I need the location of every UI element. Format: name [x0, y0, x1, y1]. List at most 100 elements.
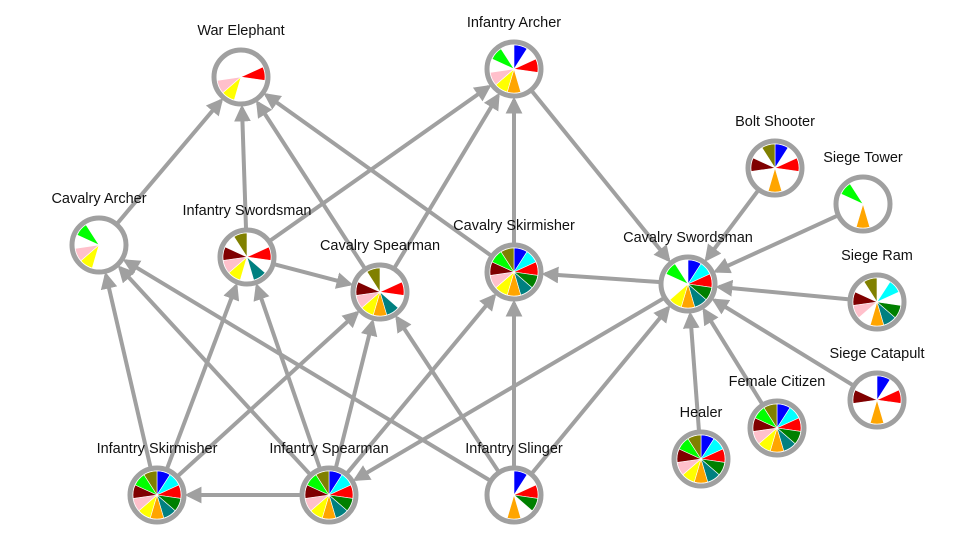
node-ring [484, 39, 544, 99]
node-cavalry-archer[interactable]: Cavalry Archer [51, 191, 147, 275]
node-healer[interactable]: Healer [671, 405, 731, 489]
pie-slice [239, 66, 266, 81]
node-pie [752, 403, 802, 453]
node-ring [217, 227, 277, 287]
node-label: Infantry Archer [467, 15, 561, 31]
node-siege-tower[interactable]: Siege Tower [823, 150, 903, 234]
node-infantry-spearman[interactable]: Infantry Spearman [269, 441, 389, 525]
pie-slice [315, 470, 330, 497]
pie-slice [74, 244, 100, 262]
edge-healer-to-cavalry-swordsman [682, 311, 701, 431]
node-ring [747, 398, 807, 458]
pie-slice [246, 256, 266, 281]
node-ring [350, 262, 410, 322]
edge-infantry-slinger-to-cavalry-spearman [395, 315, 500, 472]
node-siege-ram[interactable]: Siege Ram [841, 248, 913, 332]
pie-slice [512, 58, 539, 73]
pie-slice [500, 247, 515, 274]
node-infantry-swordsman[interactable]: Infantry Swordsman [183, 203, 312, 287]
edge-infantry-slinger-to-cavalry-archer [122, 259, 491, 482]
pie-slice [355, 281, 382, 296]
node-pie [222, 232, 272, 281]
node-pie [676, 434, 726, 484]
node-infantry-slinger[interactable]: Infantry Slinger [465, 441, 563, 525]
pie-slice [761, 143, 776, 170]
node-label: Infantry Slinger [465, 441, 563, 457]
pie-slice [245, 246, 272, 261]
node-siege-catapult[interactable]: Siege Catapult [829, 346, 925, 430]
pie-slice [773, 157, 800, 172]
edge-cavalry-spearman-to-infantry-archer [393, 92, 500, 269]
node-ring [69, 215, 129, 275]
pie-slice [869, 398, 885, 425]
pie-slice [869, 300, 885, 327]
node-cavalry-skirmisher[interactable]: Cavalry Skirmisher [453, 218, 575, 302]
node-label: Cavalry Archer [51, 191, 146, 207]
pie-slice [876, 281, 900, 303]
edge-infantry-archer-to-cavalry-swordsman [530, 90, 671, 263]
edge-bolt-shooter-to-cavalry-swordsman [704, 189, 760, 262]
node-ring [833, 174, 893, 234]
pie-slice [852, 389, 879, 404]
pie-slice [665, 263, 689, 285]
node-label: Infantry Skirmisher [97, 441, 218, 457]
edge-infantry-swordsman-to-cavalry-spearman [274, 262, 354, 289]
node-war-elephant[interactable]: War Elephant [197, 23, 285, 107]
pie-slice [513, 470, 528, 497]
node-ring [658, 254, 718, 314]
pie-slice [863, 277, 878, 304]
node-pie [132, 470, 182, 520]
pie-slice [513, 44, 528, 71]
edge-cavalry-spearman-to-war-elephant [255, 100, 366, 269]
edge-female-citizen-to-cavalry-swordsman [702, 307, 764, 405]
edge-infantry-spearman-to-cavalry-spearman [334, 318, 378, 468]
node-bolt-shooter[interactable]: Bolt Shooter [735, 114, 815, 198]
edge-infantry-spearman-to-cavalry-skirmisher [345, 293, 497, 474]
node-ring [847, 370, 907, 430]
node-label: Cavalry Skirmisher [453, 218, 575, 234]
node-pie [852, 375, 902, 425]
edge-infantry-skirmisher-to-infantry-swordsman [165, 282, 240, 469]
pie-slice [143, 470, 158, 497]
edges-layer [100, 84, 854, 504]
pie-slice [233, 232, 248, 259]
pie-slice [506, 493, 522, 520]
node-pie [74, 224, 100, 269]
node-ring [847, 272, 907, 332]
node-label: Healer [680, 405, 723, 421]
edge-siege-tower-to-cavalry-swordsman [713, 214, 838, 274]
edge-cavalry-archer-to-war-elephant [116, 98, 224, 225]
node-label: Cavalry Spearman [320, 238, 440, 254]
pie-slice [767, 166, 783, 193]
node-ring [127, 465, 187, 525]
pie-slice [222, 76, 242, 101]
node-pie [489, 247, 539, 297]
node-pie [355, 267, 405, 317]
edge-infantry-skirmisher-to-cavalry-spearman [177, 310, 360, 477]
pie-slice [687, 434, 702, 461]
pie-slice [750, 157, 777, 172]
node-infantry-archer[interactable]: Infantry Archer [467, 15, 561, 99]
edge-infantry-skirmisher-to-cavalry-archer [100, 271, 153, 468]
node-cavalry-spearman[interactable]: Cavalry Spearman [320, 238, 440, 322]
edge-siege-ram-to-cavalry-swordsman [715, 279, 849, 302]
node-infantry-skirmisher[interactable]: Infantry Skirmisher [97, 441, 218, 525]
edge-infantry-slinger-to-cavalry-swordsman [530, 305, 671, 474]
node-pie [216, 66, 266, 101]
node-female-citizen[interactable]: Female Citizen [729, 374, 826, 458]
node-pie [489, 44, 539, 94]
edge-infantry-spearman-to-cavalry-archer [117, 265, 311, 476]
node-pie [304, 470, 354, 520]
pie-slice [366, 267, 381, 294]
edge-cavalry-skirmisher-to-war-elephant [263, 93, 492, 257]
node-cavalry-swordsman[interactable]: Cavalry Swordsman [623, 230, 753, 314]
pie-slice [875, 389, 902, 404]
pie-slice [378, 281, 405, 296]
pie-slice [513, 494, 539, 512]
node-pie [665, 259, 713, 309]
node-label: Siege Ram [841, 248, 913, 264]
edge-infantry-swordsman-to-war-elephant [234, 104, 251, 229]
node-pie [840, 183, 871, 229]
